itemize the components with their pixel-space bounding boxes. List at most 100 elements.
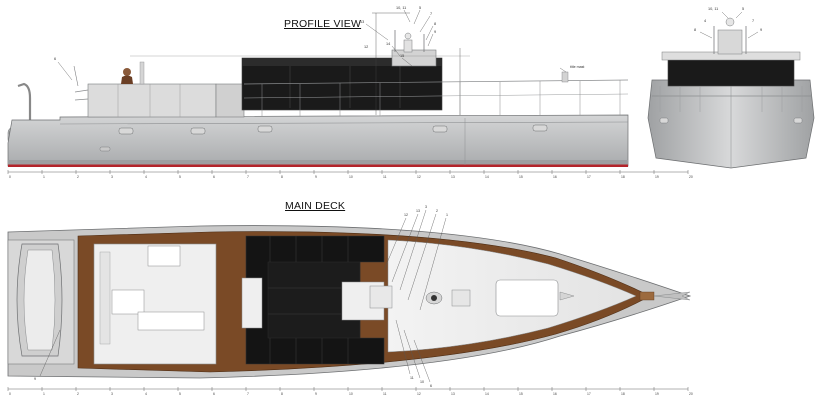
deck-callout-3: 3 <box>425 205 427 209</box>
profile-ruler-tick-label: 9 <box>315 175 317 179</box>
profile-ruler-tick-label: 7 <box>247 175 249 179</box>
deck-ruler-tick-label: 11 <box>383 392 387 396</box>
front-callout-8: 8 <box>694 28 696 32</box>
bow-light-mast <box>561 71 569 83</box>
profile-ruler-tick-label: 11 <box>383 175 387 179</box>
profile-leaders <box>57 9 567 81</box>
deck-callout-12: 12 <box>404 213 408 217</box>
front-radar-dome <box>725 17 735 27</box>
front-view: 10, 11 5 8 9 4 7 <box>647 7 815 169</box>
deck-ruler-tick-label: 14 <box>485 392 489 396</box>
deck-ruler-tick-label: 20 <box>689 392 693 396</box>
bow-anchor-roller <box>639 291 655 301</box>
callout-title-mast: title mast <box>570 65 584 69</box>
deck-ruler-tick-label: 13 <box>451 392 455 396</box>
deck-callout-2: 2 <box>436 209 438 213</box>
deck-callout-11: 11 <box>410 376 414 380</box>
front-callout-7: 7 <box>752 19 754 23</box>
profile-ruler-tick-label: 20 <box>689 175 693 179</box>
deck-ruler-tick-label: 19 <box>655 392 659 396</box>
helmsman-body <box>121 75 133 84</box>
profile-view: 10, 11 5 7 8 9 13 14 15 12 6 title mast … <box>7 6 693 179</box>
aft-helm-post <box>139 61 145 85</box>
aft-cockpit-bulwark <box>87 83 217 118</box>
boot-stripe <box>8 160 628 165</box>
radar-dome <box>404 32 412 40</box>
deck-callout-9: 9 <box>34 377 36 381</box>
foredeck-hatch <box>495 279 559 317</box>
guardrail-mid <box>243 93 629 99</box>
tender-interior <box>23 249 56 351</box>
profile-ruler-tick-label: 19 <box>655 175 659 179</box>
deck-ruler-tick-label: 2 <box>77 392 79 396</box>
callout-9: 9 <box>434 30 436 34</box>
front-portlight <box>659 117 669 124</box>
saloon-side-table <box>241 277 263 329</box>
stanchions <box>261 80 621 116</box>
hull-profile <box>7 114 629 167</box>
davit-crane <box>17 82 32 128</box>
profile-ruler-tick-label: 16 <box>553 175 557 179</box>
deck-ruler-tick-label: 15 <box>519 392 523 396</box>
cockpit-table <box>147 245 181 267</box>
windlass <box>559 291 575 301</box>
pilothouse-top <box>391 49 437 67</box>
deck-ruler-tick-label: 16 <box>553 392 557 396</box>
callout-12: 12 <box>364 45 368 49</box>
portlight <box>99 146 111 152</box>
front-leaders <box>699 11 759 39</box>
portlight <box>532 124 548 132</box>
profile-ruler-tick-label: 1 <box>43 175 45 179</box>
front-mast-base <box>717 29 743 55</box>
deckhouse-aft-wall <box>215 83 245 118</box>
callout-7: 7 <box>430 12 432 16</box>
profile-ruler-tick-label: 0 <box>9 175 11 179</box>
cockpit-bench <box>137 311 205 331</box>
deck-ruler-tick-label: 12 <box>417 392 421 396</box>
portlight <box>190 127 206 135</box>
profile-ruler-tick-label: 8 <box>281 175 283 179</box>
profile-ruler-tick-label: 15 <box>519 175 523 179</box>
profile-ruler-tick-label: 6 <box>213 175 215 179</box>
profile-ruler-tick-label: 13 <box>451 175 455 179</box>
deck-callout-1: 1 <box>446 213 448 217</box>
callout-8: 8 <box>434 22 436 26</box>
portlight <box>432 125 448 133</box>
deck-ruler-tick-label: 17 <box>587 392 591 396</box>
profile-ruler-tick-label: 17 <box>587 175 591 179</box>
callout-10-11: 10, 11 <box>396 6 406 10</box>
cushion-seams <box>268 236 349 364</box>
steering-wheel <box>431 295 437 301</box>
forward-console <box>451 289 471 307</box>
front-windows <box>667 57 795 87</box>
profile-ruler-tick-label: 4 <box>145 175 147 179</box>
waterline-stripe <box>8 164 628 167</box>
radar-mast <box>403 39 413 53</box>
deck-ruler-tick-label: 8 <box>281 392 283 396</box>
profile-ruler-tick-label: 14 <box>485 175 489 179</box>
bowsprit <box>653 291 691 301</box>
callout-13: 13 <box>360 20 364 24</box>
callout-15: 15 <box>400 54 404 58</box>
aft-bench <box>99 251 111 345</box>
callout-14: 14 <box>386 42 390 46</box>
main-deck-title: MAIN DECK <box>285 200 346 212</box>
profile-ruler-tick-label: 12 <box>417 175 421 179</box>
portlight <box>257 125 273 133</box>
front-callout-10-11: 10, 11 <box>708 7 718 11</box>
deck-ruler-tick-label: 6 <box>213 392 215 396</box>
profile-view-title: PROFILE VIEW <box>284 18 362 30</box>
deck-callout-6: 6 <box>430 384 432 388</box>
deck-ruler-tick-label: 4 <box>145 392 147 396</box>
deck-ruler-tick-label: 3 <box>111 392 113 396</box>
aft-flagstaff <box>73 65 79 87</box>
callout-6: 6 <box>54 57 56 61</box>
aft-rail <box>74 89 89 101</box>
profile-ruler-tick-label: 18 <box>621 175 625 179</box>
front-callout-9: 9 <box>760 28 762 32</box>
deck-callout-10: 10 <box>420 380 424 384</box>
callout-5: 5 <box>419 6 421 10</box>
front-portlight <box>793 117 803 124</box>
